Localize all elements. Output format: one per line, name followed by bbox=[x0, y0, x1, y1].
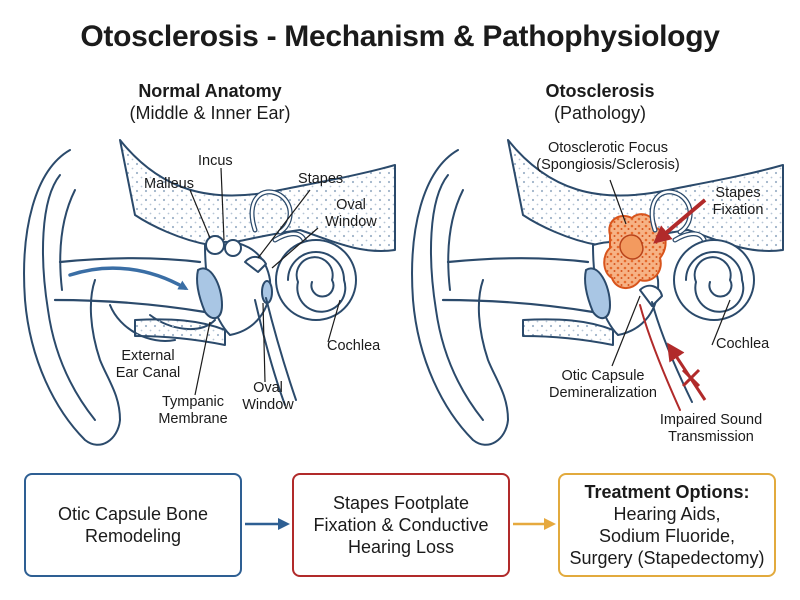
flow-step2-line1: Stapes Footplate bbox=[332, 493, 470, 513]
tympanic-membrane-path bbox=[584, 267, 611, 320]
label-otosclerotic-focus-line2: (Spongiosis/Sclerosis) bbox=[536, 157, 680, 173]
label-stapes-fixation-line2: Fixation bbox=[712, 202, 764, 218]
label-tympanic-membrane-line1: Tympanic bbox=[161, 394, 225, 410]
label-external-ear-canal-line2: Ear Canal bbox=[115, 365, 181, 381]
label-impaired-sound-transmission: Impaired Sound Transmission bbox=[655, 412, 767, 446]
flow-step2-line2: Fixation & Conductive bbox=[313, 515, 489, 535]
pinna-path bbox=[411, 149, 509, 446]
label-stapes: Stapes bbox=[298, 171, 344, 187]
lower-bone bbox=[134, 318, 226, 346]
label-otic-capsule-line2: Demineralization bbox=[549, 385, 657, 401]
normal-leader-lines bbox=[189, 167, 341, 396]
label-oval-window-bottom-line1: Oval bbox=[253, 380, 283, 396]
incus bbox=[224, 239, 242, 257]
ear-canal-bottom bbox=[53, 298, 207, 314]
flow-step2-line3: Hearing Loss bbox=[347, 537, 455, 557]
label-stapes-fixation: Stapes Fixation bbox=[703, 185, 773, 219]
otosclerosis-subtitle: (Pathology) bbox=[553, 103, 647, 123]
demineralization-path bbox=[639, 304, 681, 411]
label-oval-window-bottom-line2: Window bbox=[242, 397, 294, 413]
label-impaired-sound-line2: Transmission bbox=[668, 429, 754, 445]
otosclerosis-heading: Otosclerosis (Pathology) bbox=[450, 80, 750, 124]
normal-anatomy-heading: Normal Anatomy (Middle & Inner Ear) bbox=[60, 80, 360, 124]
ear-canal-top bbox=[58, 257, 202, 264]
label-tympanic-membrane: Tympanic Membrane bbox=[153, 394, 233, 428]
otosclerosis-title: Otosclerosis bbox=[545, 81, 655, 101]
fixed-stapes bbox=[639, 284, 663, 307]
otosclerosis-ear-illustration bbox=[411, 139, 784, 446]
flow-step1-line1: Otic Capsule Bone bbox=[57, 504, 209, 524]
flow-step-remodeling: Otic Capsule Bone Remodeling bbox=[24, 473, 242, 577]
label-incus: Incus bbox=[198, 153, 233, 169]
treatment-title: Treatment Options: bbox=[584, 482, 750, 502]
treatment-sodium-fluoride: Sodium Fluoride, bbox=[598, 526, 736, 546]
label-external-ear-canal: External Ear Canal bbox=[110, 348, 186, 382]
normal-anatomy-title: Normal Anatomy bbox=[138, 81, 282, 101]
sound-wave-arrow bbox=[68, 266, 189, 290]
stapes-fixation-arrow bbox=[653, 198, 707, 244]
label-malleus: Malleus bbox=[144, 176, 194, 192]
label-otic-capsule-line1: Otic Capsule bbox=[561, 368, 645, 384]
label-tympanic-membrane-line2: Membrane bbox=[158, 411, 228, 427]
tympanic-membrane bbox=[196, 267, 223, 320]
label-stapes-fixation-line1: Stapes bbox=[715, 185, 761, 201]
treatment-hearing-aids: Hearing Aids, bbox=[613, 504, 721, 524]
normal-anatomy-subtitle: (Middle & Inner Ear) bbox=[129, 103, 291, 123]
label-cochlea-pathology: Cochlea bbox=[716, 336, 770, 352]
blocked-x-icon bbox=[681, 368, 701, 388]
stapes bbox=[244, 256, 267, 273]
label-oval-window-top-line1: Oval bbox=[336, 197, 366, 213]
eustachian-tube bbox=[254, 299, 286, 406]
temporal-bone-path bbox=[507, 139, 784, 252]
label-oval-window-top: Oval Window bbox=[321, 197, 381, 231]
pinna-inner bbox=[42, 174, 96, 421]
label-cochlea-normal: Cochlea bbox=[327, 338, 381, 354]
label-otosclerotic-focus-line1: Otosclerotic Focus bbox=[547, 140, 669, 156]
page-title: Otosclerosis - Mechanism & Pathophysiolo… bbox=[80, 20, 720, 53]
flow-step1-line2: Remodeling bbox=[84, 526, 182, 546]
treatment-surgery: Surgery (Stapedectomy) bbox=[569, 548, 765, 568]
label-oval-window-bottom: Oval Window bbox=[238, 380, 298, 414]
label-external-ear-canal-line1: External bbox=[121, 348, 175, 364]
pathology-leader-lines bbox=[609, 179, 731, 367]
label-impaired-sound-line1: Impaired Sound bbox=[659, 412, 763, 428]
label-otic-capsule-demineralization: Otic Capsule Demineralization bbox=[543, 368, 663, 402]
malleus bbox=[205, 235, 225, 255]
label-otosclerotic-focus: Otosclerotic Focus (Spongiosis/Sclerosis… bbox=[523, 140, 693, 174]
flow-step-fixation: Stapes Footplate Fixation & Conductive H… bbox=[292, 473, 510, 577]
pinna bbox=[23, 149, 121, 446]
label-oval-window-top-line2: Window bbox=[325, 214, 377, 230]
normal-ear-illustration bbox=[23, 139, 396, 446]
flow-step-treatment: Treatment Options: Hearing Aids, Sodium … bbox=[558, 473, 776, 577]
